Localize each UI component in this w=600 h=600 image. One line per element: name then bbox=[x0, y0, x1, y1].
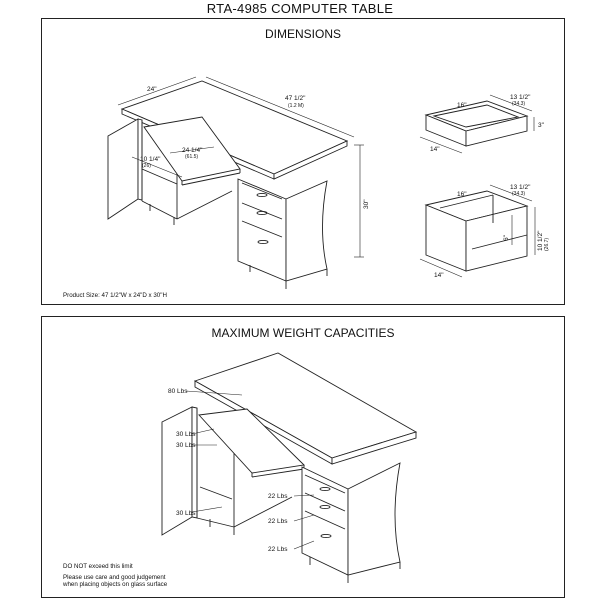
small-drawer-depth-sub-label: (34.3) bbox=[512, 101, 525, 107]
weight-limit-warning: DO NOT exceed this limit bbox=[63, 563, 133, 570]
dimensions-heading: DIMENSIONS bbox=[264, 27, 341, 41]
small-drawer-height-label: 3" bbox=[538, 122, 545, 129]
desk-dimension-lines bbox=[117, 76, 364, 258]
weight-left-cabinet bbox=[196, 408, 293, 535]
small-drawer-width-label: 16" bbox=[457, 102, 467, 109]
weight-drawer1-label: 22 Lbs bbox=[268, 493, 288, 500]
large-drawer-width-label: 16" bbox=[457, 191, 467, 198]
weight-keyboard-upper-label: 30 Lbs bbox=[176, 431, 196, 438]
weight-keyboard-lower-label: 30 Lbs bbox=[176, 442, 196, 449]
weight-heading: MAXIMUM WEIGHT CAPACITIES bbox=[211, 326, 395, 340]
weight-drawer2-label: 22 Lbs bbox=[268, 518, 288, 525]
desk-left-door bbox=[107, 118, 143, 220]
desk-left-cabinet bbox=[141, 120, 233, 225]
weight-right-pedestal bbox=[301, 462, 401, 583]
large-drawer-height-sub-label: (26.7) bbox=[544, 238, 550, 251]
small-drawer-depth-label: 13 1/2" bbox=[510, 94, 531, 101]
page-title: RTA-4985 COMPUTER TABLE bbox=[206, 1, 394, 16]
large-drawer-depth-label: 13 1/2" bbox=[510, 184, 531, 191]
dimensions-panel: DIMENSIONS bbox=[41, 18, 565, 305]
keyboard-depth-label: 10 1/4" bbox=[140, 156, 161, 163]
product-size-text: Product Size: 47 1/2"W x 24"D x 30"H bbox=[63, 292, 167, 299]
weight-leader-lines bbox=[185, 390, 315, 550]
desk-right-pedestal bbox=[237, 178, 328, 289]
large-drawer-height-label: 10 1/2" bbox=[537, 230, 544, 251]
large-drawer-inner-label: 6" bbox=[503, 234, 510, 241]
weight-keyboard-tray bbox=[198, 408, 305, 478]
desk-width-sub-label: (1.2 M) bbox=[288, 103, 304, 109]
small-drawer-front-label: 14" bbox=[430, 146, 440, 153]
care-note-line2: when placing objects on glass surface bbox=[63, 581, 168, 588]
desk-width-label: 47 1/2" bbox=[285, 95, 306, 102]
desk-weight-drawing: 80 Lbs 30 Lbs 30 Lbs 30 Lbs 22 Lbs 22 Lb… bbox=[161, 352, 418, 583]
weight-top-label: 80 Lbs bbox=[168, 388, 188, 395]
keyboard-depth-sub-label: (26) bbox=[142, 163, 151, 169]
care-note-line1: Please use care and good judgement bbox=[63, 574, 166, 581]
weight-drawer3-label: 22 Lbs bbox=[268, 546, 288, 553]
keyboard-width-label: 24 1/4" bbox=[182, 147, 203, 154]
desk-depth-label: 24" bbox=[147, 86, 157, 93]
large-drawer-drawing bbox=[419, 184, 536, 278]
small-drawer-drawing bbox=[419, 94, 535, 154]
large-drawer-depth-sub-label: (34.3) bbox=[512, 191, 525, 197]
keyboard-width-sub-label: (61.5) bbox=[185, 154, 198, 160]
desk-height-label: 30" bbox=[363, 199, 370, 209]
weight-desk-top bbox=[193, 352, 418, 465]
desk-dimensions-drawing: 24" 47 1/2" (1.2 M) 24 1/4" (61.5) 10 1/… bbox=[107, 76, 550, 289]
weight-shelf-label: 30 Lbs bbox=[176, 510, 196, 517]
desk-keyboard-tray bbox=[143, 116, 241, 186]
weight-capacity-panel: MAXIMUM WEIGHT CAPACITIES bbox=[41, 316, 565, 598]
large-drawer-front-label: 14" bbox=[434, 272, 444, 279]
